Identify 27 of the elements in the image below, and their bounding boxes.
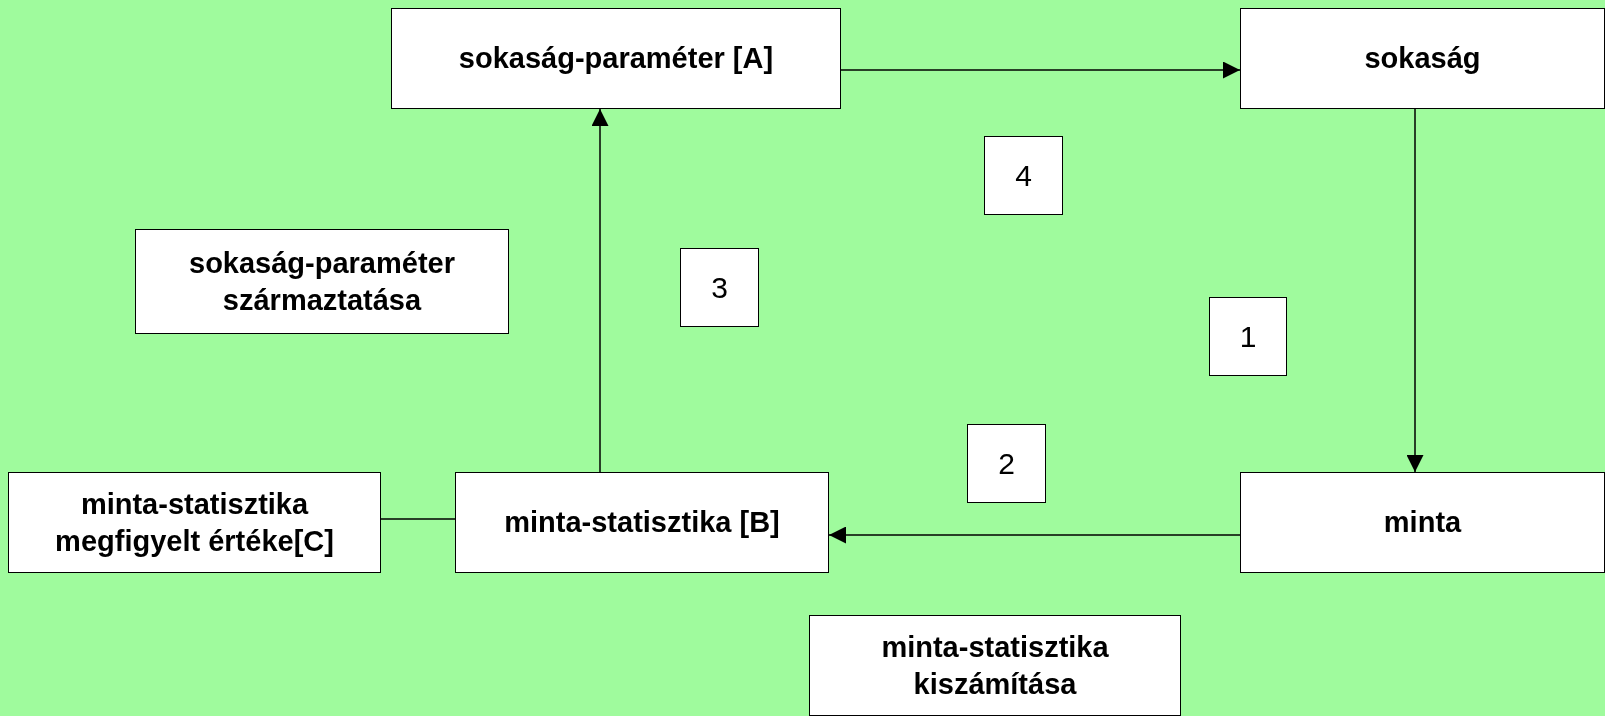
arrow xyxy=(1406,108,1424,473)
box-label: minta-statisztika kiszámítása xyxy=(880,630,1110,702)
step-number: 4 xyxy=(1015,157,1032,194)
label-box xyxy=(809,615,1181,716)
step-number: 1 xyxy=(1239,318,1257,355)
number-box xyxy=(984,136,1063,215)
arrow xyxy=(840,61,1241,79)
label-box xyxy=(1240,472,1605,573)
box-label: minta xyxy=(1383,505,1462,541)
number-box xyxy=(1209,297,1287,376)
label-box xyxy=(455,472,829,573)
number-box xyxy=(680,248,759,327)
label-box xyxy=(1240,8,1605,109)
box-label: sokaság xyxy=(1364,41,1481,77)
box-label: sokaság-paraméter [A] xyxy=(458,41,774,77)
step-number: 2 xyxy=(998,445,1015,482)
label-box xyxy=(135,229,509,334)
connector-line xyxy=(380,518,456,520)
step-number: 3 xyxy=(711,269,728,306)
box-label: sokaság-paraméter származtatása xyxy=(188,246,456,318)
arrow xyxy=(591,108,609,473)
label-box xyxy=(8,472,381,573)
box-label: minta-statisztika [B] xyxy=(504,505,780,541)
arrow xyxy=(828,526,1241,544)
number-box xyxy=(967,424,1046,503)
label-box xyxy=(391,8,841,109)
box-label: minta-statisztika megfigyelt értéke[C] xyxy=(54,487,335,559)
